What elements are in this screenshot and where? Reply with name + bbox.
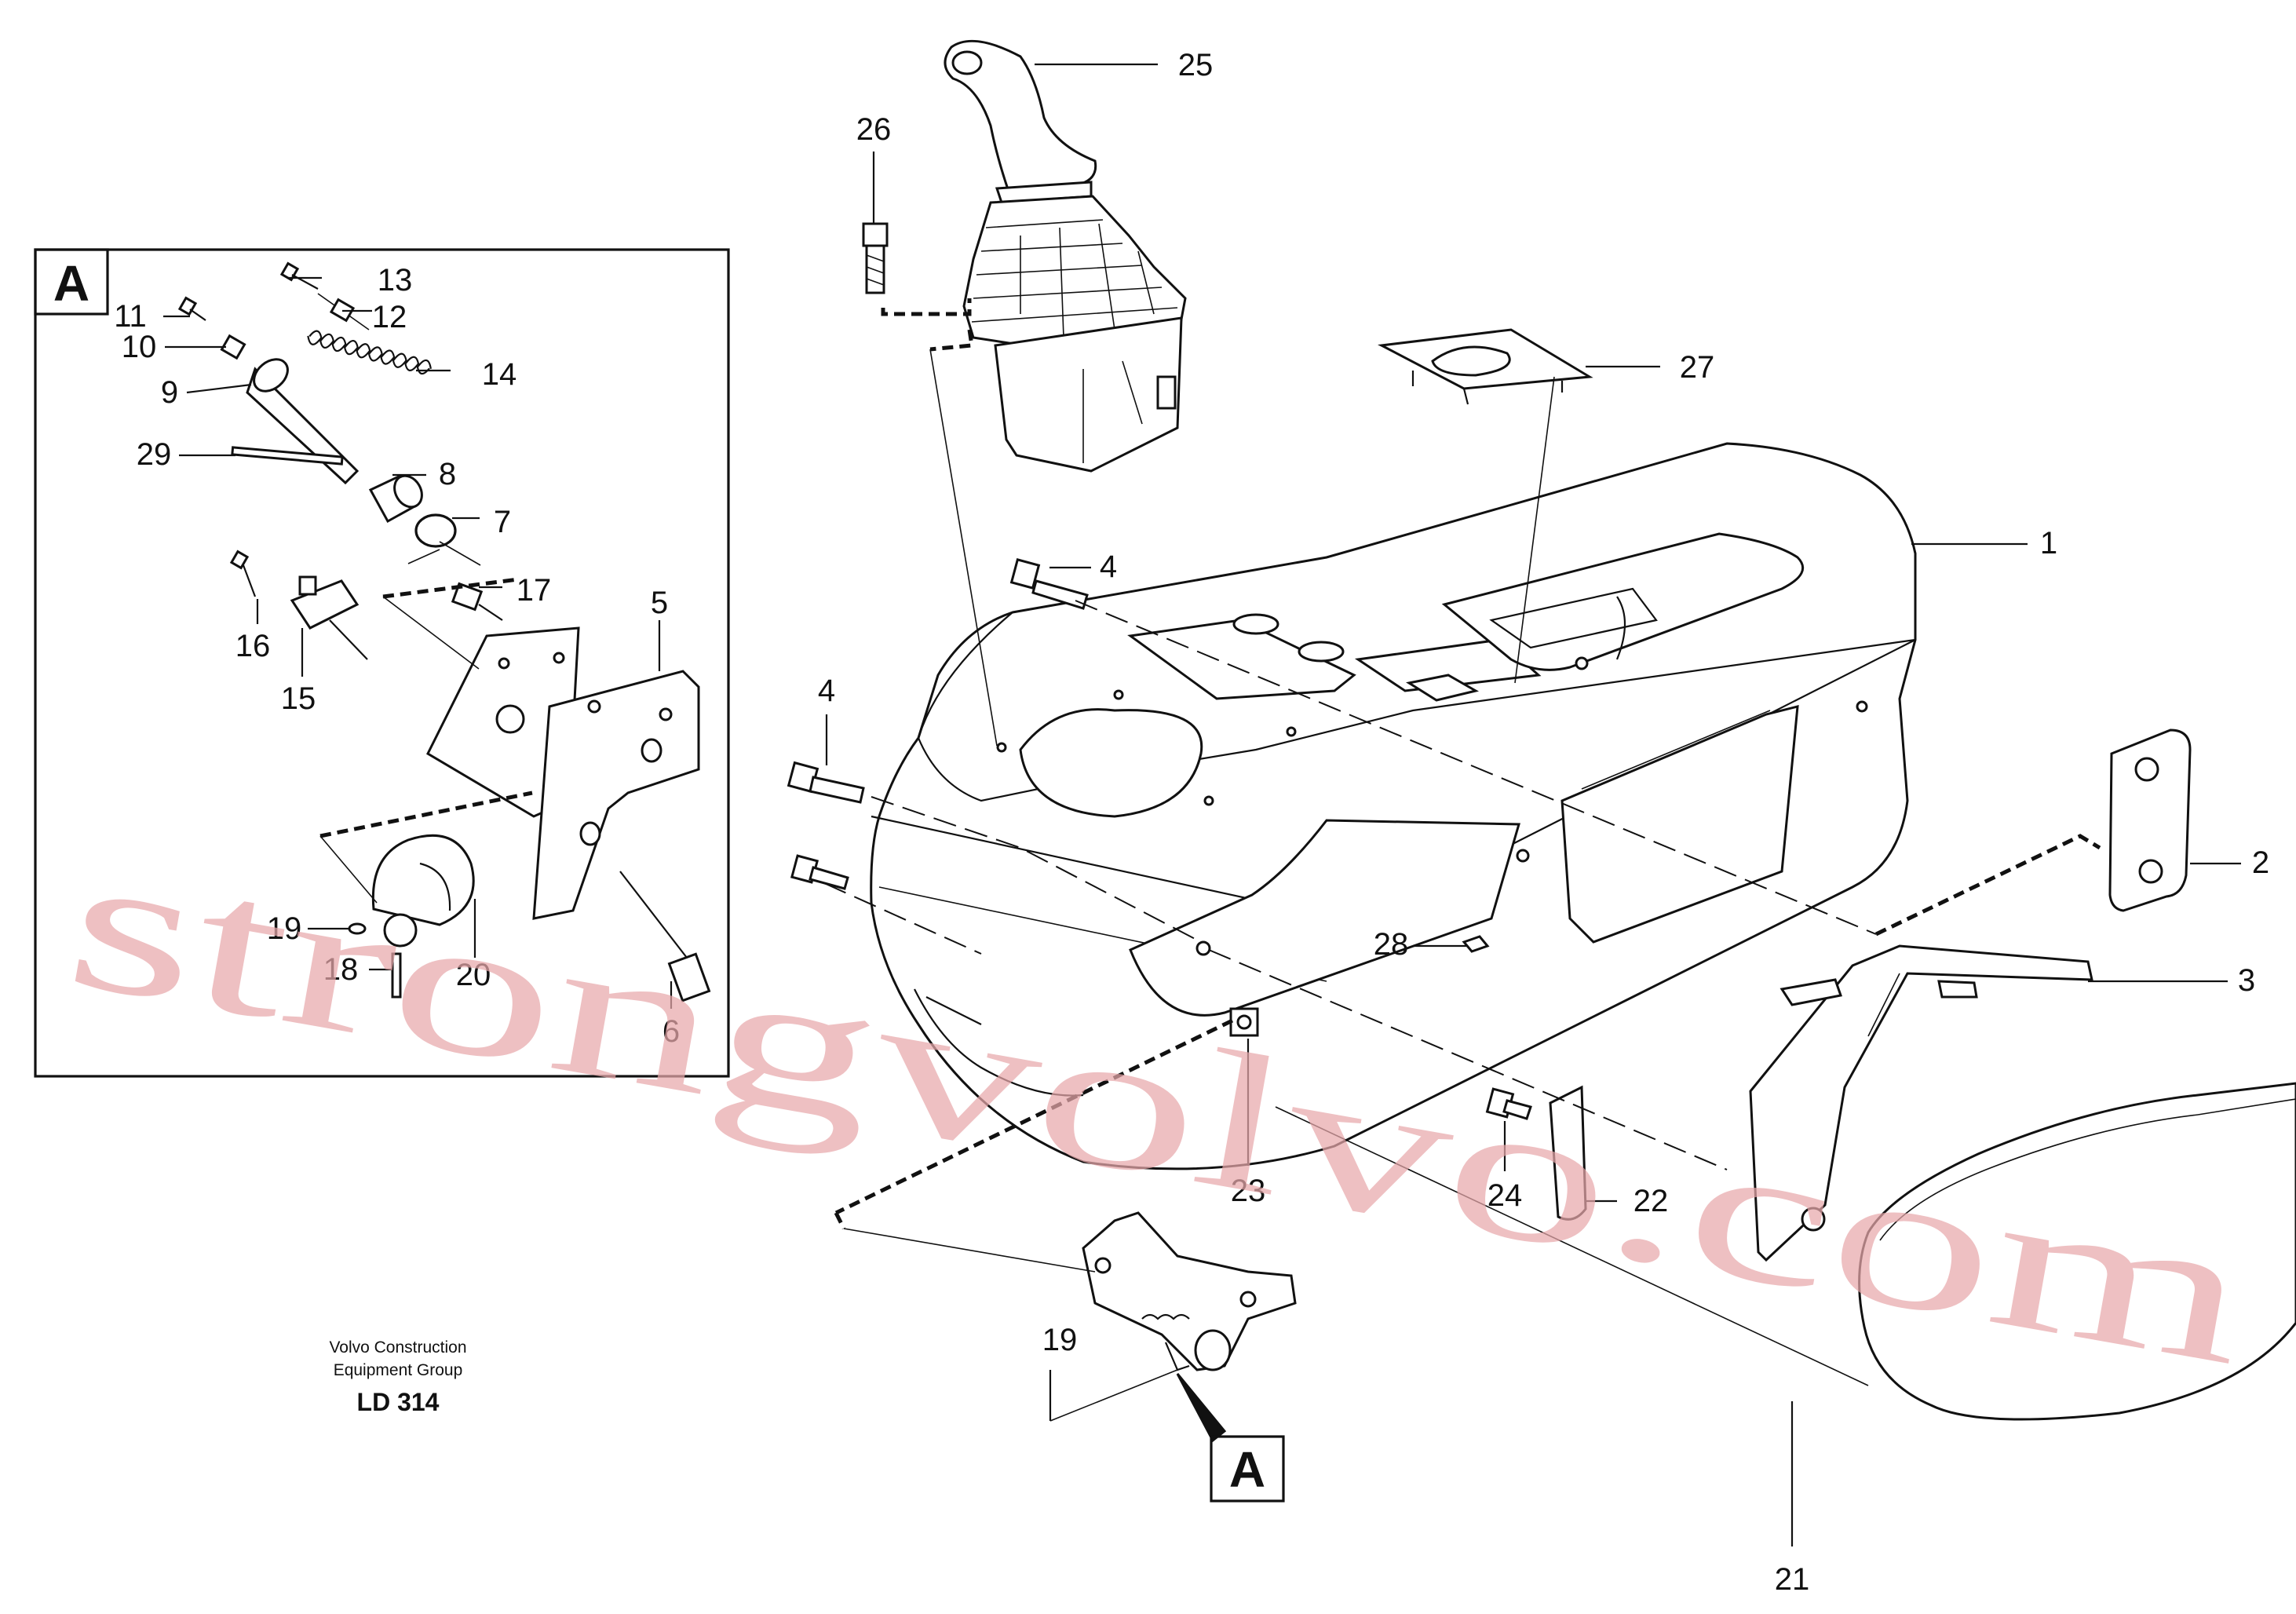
screw-24-shape [1485,1087,1532,1120]
screw-6-shape [619,871,711,1002]
screw-side-shape [790,854,849,890]
callout-a: A [1176,1373,1285,1503]
part-label-p19a: 19 [267,911,302,946]
part-label-p10: 10 [122,330,157,364]
part-label-p24: 24 [1487,1178,1523,1213]
main-assembly-lines [823,298,2101,1422]
console-assembly: A [787,39,2296,1546]
bushing-10-shape [220,334,246,360]
inset-detail-a: A [34,248,730,1078]
drawing-code: LD 314 [357,1388,440,1416]
part-label-p21: 21 [1775,1562,1810,1597]
part-label-p7: 7 [494,505,511,539]
inset-label: A [53,255,89,312]
joystick-base-shape [994,316,1183,473]
plate-2-shape [2108,728,2192,912]
spring-14-shape [307,330,432,375]
clip-22-shape [1549,1085,1587,1221]
part-label-p4b: 4 [818,674,835,708]
part-label-p15: 15 [281,681,316,716]
part-label-p13: 13 [378,263,413,298]
publisher-block: Volvo Construction Equipment Group LD 31… [329,1338,466,1416]
part-label-p3: 3 [2238,963,2255,998]
bracket-3-shape [1749,944,2093,1262]
cam-20-shape [371,834,475,948]
part-label-p14: 14 [482,357,517,392]
part-label-p1: 1 [2040,526,2057,561]
screw-4-lower-shape [787,761,865,804]
part-label-p20: 20 [456,958,491,992]
bushing-8-shape [368,474,423,524]
pin-18-shape [391,952,402,999]
screw-4-upper-shape [1009,558,1089,610]
shaft-9-shape [246,358,360,485]
part-label-p26: 26 [856,112,892,147]
part-label-p17: 17 [517,573,552,608]
part-label-p29: 29 [137,437,172,472]
inset-assembly-lines [319,541,533,904]
part-label-p19b: 19 [1042,1323,1078,1357]
part-label-p5: 5 [651,586,668,620]
inset-label-box [34,248,109,316]
part-label-p8: 8 [439,457,456,491]
publisher-line-1: Volvo Construction [329,1338,466,1357]
pin-29-shape [231,446,344,466]
support-bracket-5-shape [532,670,700,920]
joystick-grip-25-shape [944,39,1097,204]
switch-15-shape [290,575,368,660]
part-label-p9: 9 [161,375,178,410]
part-label-p2: 2 [2252,845,2269,880]
cover-plate-27-shape [1378,328,1593,405]
inset-frame [34,248,730,1078]
part-label-p4a: 4 [1100,550,1117,584]
screw-16-shape [229,550,257,597]
inset-leaders [163,276,673,1009]
part-label-p28: 28 [1374,927,1409,962]
publisher-line-2: Equipment Group [334,1361,463,1379]
bolt-13-shape [279,261,319,290]
part-label-p22: 22 [1633,1184,1669,1218]
fastener-28-shape [1462,935,1490,953]
clamp-7-shape [414,513,457,548]
lever-assembly-shape [1082,1211,1297,1371]
screw-11-shape [177,296,206,321]
part-label-p6: 6 [663,1014,680,1049]
bolt-26-shape [862,222,889,294]
part-label-p25: 25 [1178,48,1214,82]
main-leaders [825,63,2241,1546]
part-label-p11: 11 [114,299,147,334]
housing-1-shape [870,442,1917,1170]
part-label-p27: 27 [1680,350,1715,385]
part-label-p12: 12 [372,300,407,334]
part-label-p18: 18 [323,952,359,987]
part-label-p23: 23 [1231,1174,1266,1208]
callout-label: A [1229,1441,1265,1498]
screw-17-shape [451,582,503,621]
part-label-p16: 16 [235,629,271,663]
seat-cushion-21-shape [1858,1082,2296,1421]
